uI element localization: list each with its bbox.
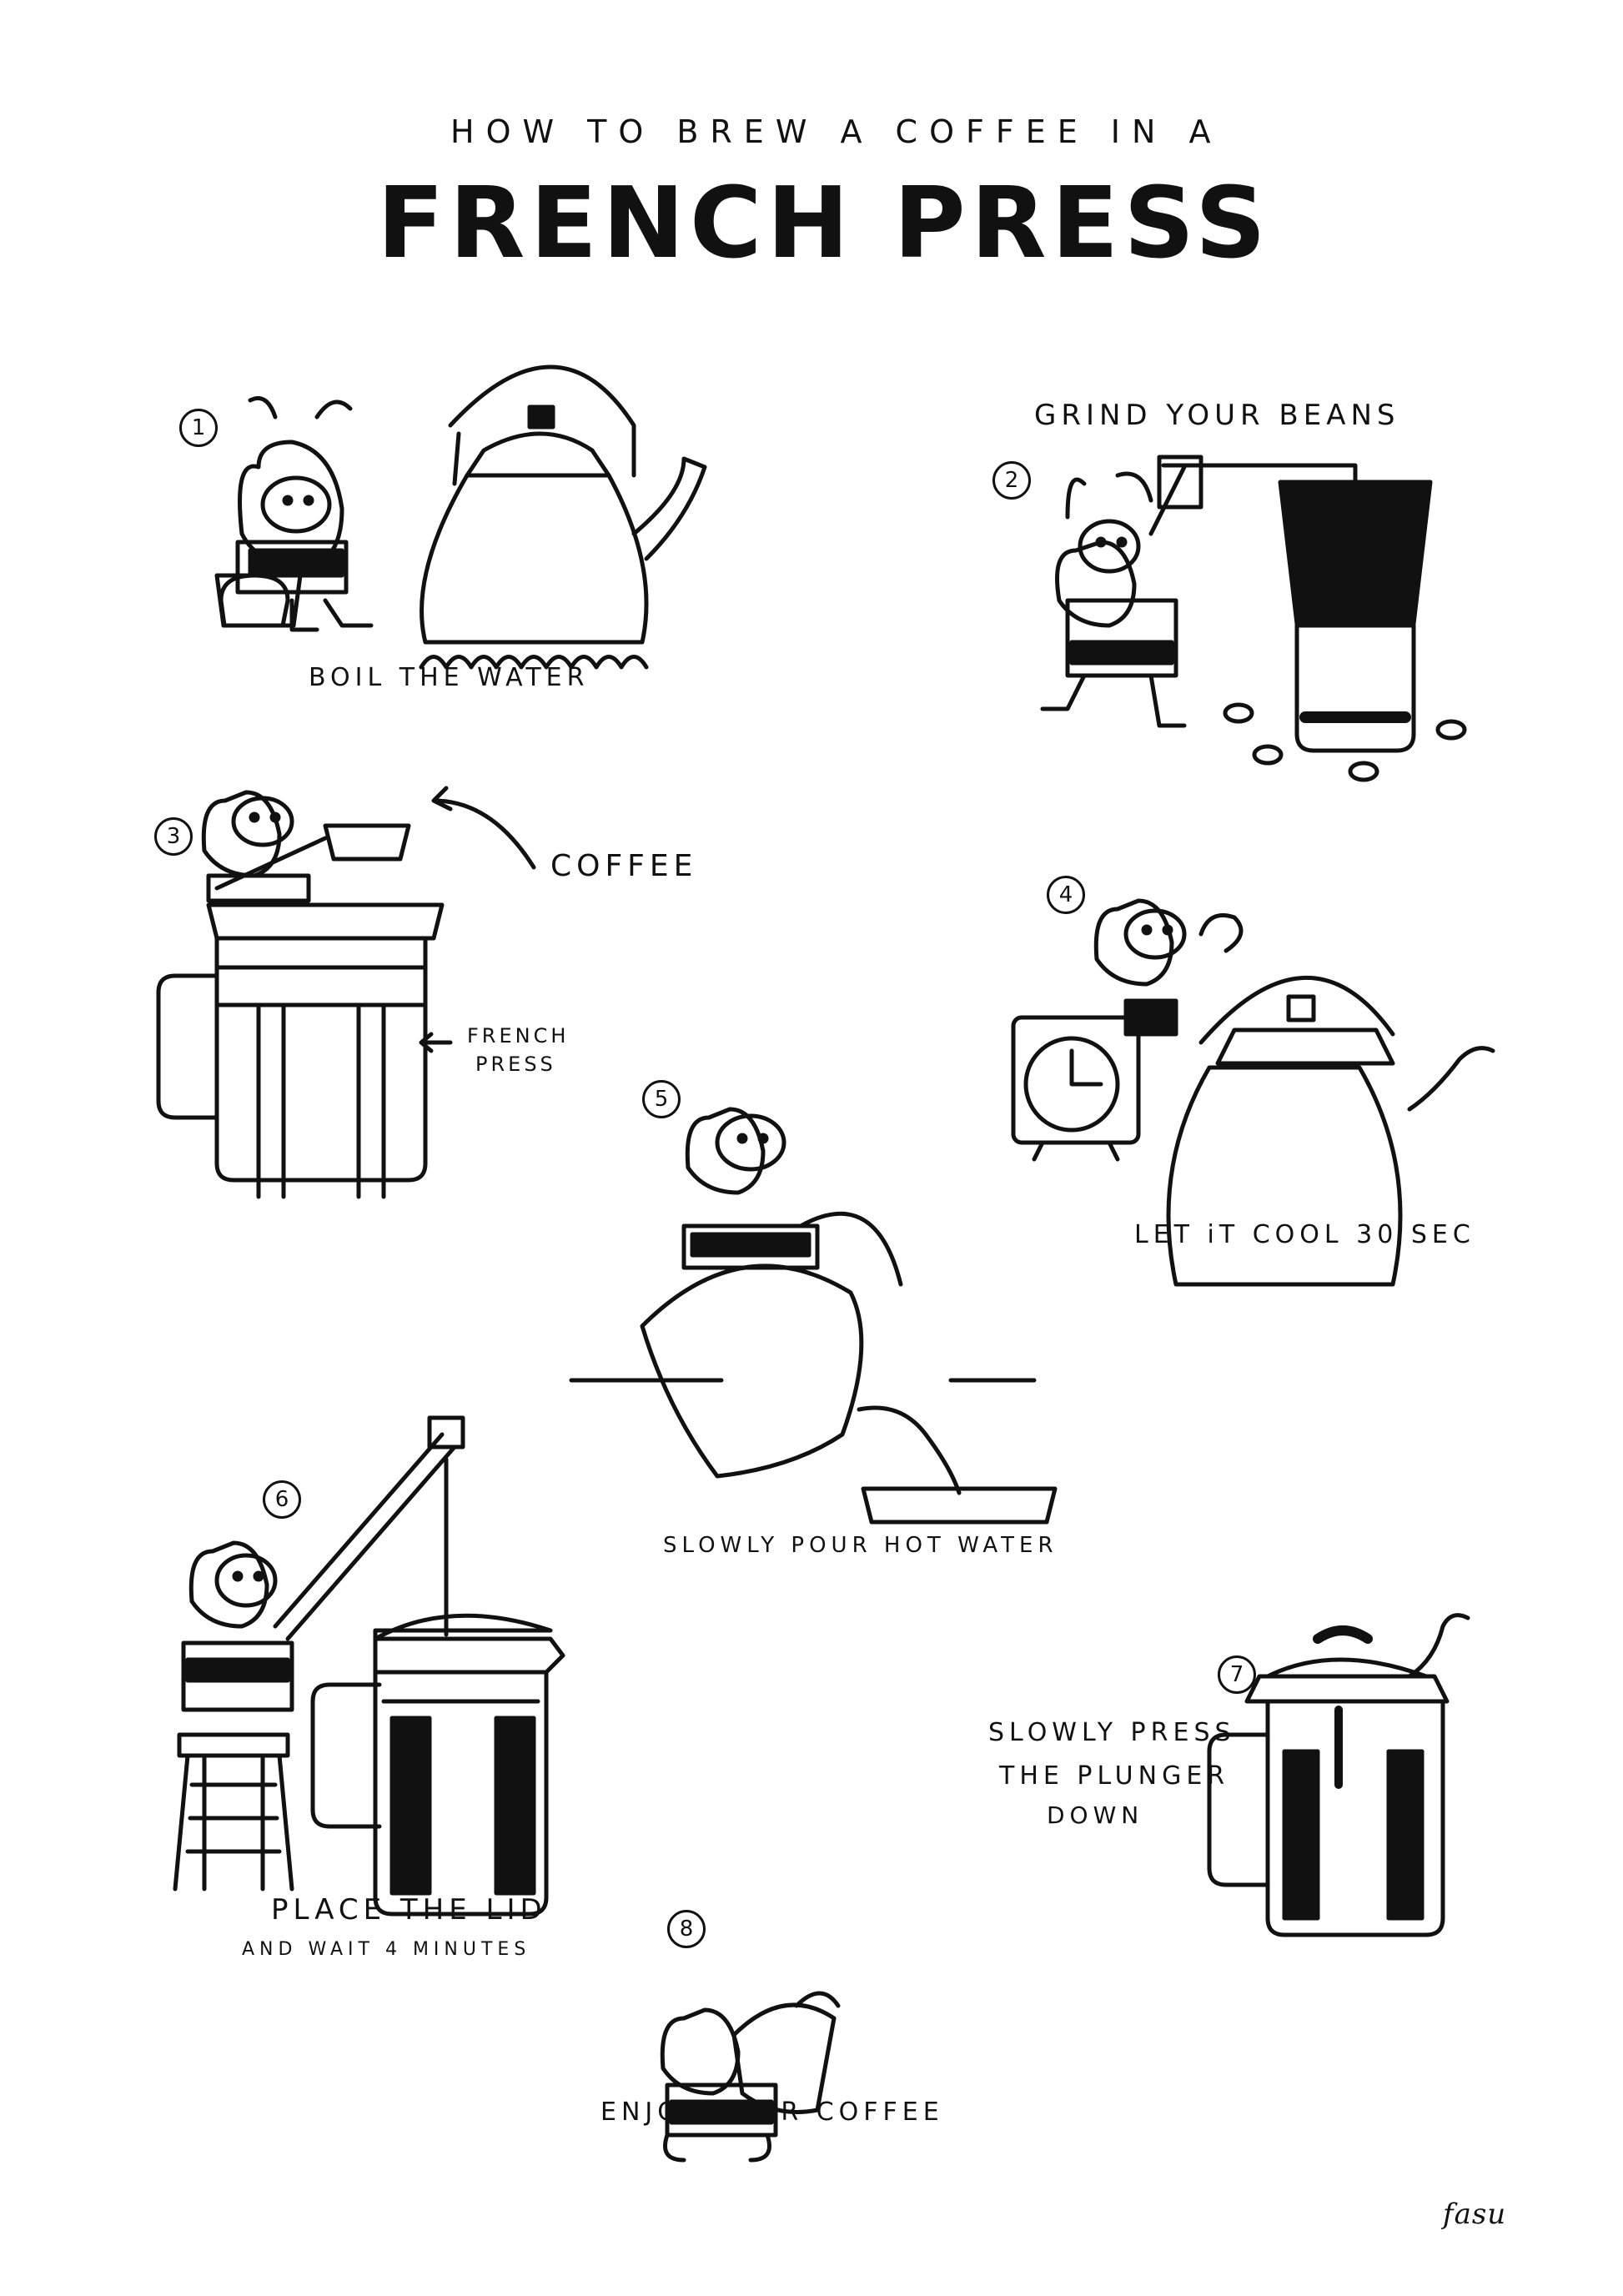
scoop-icon <box>217 826 409 888</box>
step-2-caption: GRIND YOUR BEANS <box>1034 399 1400 432</box>
bucket-icon <box>217 575 300 625</box>
step-4-caption: LET iT COOL 30 SEC <box>1134 1220 1475 1249</box>
grinder-icon <box>1159 457 1430 751</box>
step-3-number: 3 <box>154 817 193 856</box>
french-press-icon <box>1209 1660 1447 1935</box>
step-7-caption-line2: THE PLUNGER <box>999 1761 1230 1791</box>
poster-title: FRENCH PRESS <box>377 165 1271 280</box>
step-7-caption-line1: SLOWLY PRESS <box>988 1718 1236 1747</box>
mug-icon <box>734 1993 838 2113</box>
cup-icon <box>863 1489 1055 1522</box>
cow-icon <box>204 792 309 901</box>
arrow-icon <box>421 1034 450 1051</box>
lever-arm <box>275 1434 455 1639</box>
cow-icon <box>183 1543 292 1710</box>
step-8-number: 8 <box>667 1910 706 1948</box>
coffee-bean-icon <box>1225 705 1465 780</box>
step-6-caption-line1: PLACE THE LID <box>271 1893 547 1927</box>
cow-icon <box>662 2010 776 2160</box>
clock-icon <box>1013 1017 1138 1159</box>
cow-icon <box>1043 467 1184 726</box>
step-3-press-label-line2: PRESS <box>475 1053 556 1076</box>
french-press-icon <box>313 1459 563 1914</box>
kettle-icon <box>422 367 705 642</box>
lever-cap <box>430 1418 463 1447</box>
step-1-number: 1 <box>179 409 218 447</box>
kettle-icon <box>642 1213 901 1476</box>
step-6-number: 6 <box>263 1480 301 1519</box>
step-1-caption: BOIL THE WATER <box>309 663 590 692</box>
step-7-caption-line3: DOWN <box>1047 1801 1144 1829</box>
step-3-press-label-line1: FRENCH <box>467 1024 570 1048</box>
step-5-number: 5 <box>642 1080 681 1118</box>
artist-signature: fasu <box>1443 2198 1507 2231</box>
step-5-caption: SLOWLY POUR HOT WATER <box>663 1533 1058 1558</box>
step-2-number: 2 <box>992 461 1031 500</box>
french-press-icon <box>158 905 442 1197</box>
cow-icon <box>1096 901 1241 1034</box>
arrow-icon <box>434 788 534 867</box>
step-6-caption-line2: AND WAIT 4 MINUTES <box>242 1939 531 1960</box>
cow-icon <box>1318 1615 1468 1676</box>
poster-subtitle: HOW TO BREW A COFFEE IN A <box>450 113 1223 150</box>
kettle-icon <box>1168 977 1493 1284</box>
step-4-number: 4 <box>1047 876 1085 914</box>
pour-stream <box>859 1408 959 1493</box>
step-3-coffee-label: COFFEE <box>550 849 698 883</box>
step-8-caption: ENJOY YOUR COFFEE <box>600 2098 944 2127</box>
flame-icon <box>421 657 646 668</box>
cow-icon <box>684 1109 817 1268</box>
step-7-number: 7 <box>1218 1655 1256 1694</box>
stool-icon <box>175 1735 292 1889</box>
